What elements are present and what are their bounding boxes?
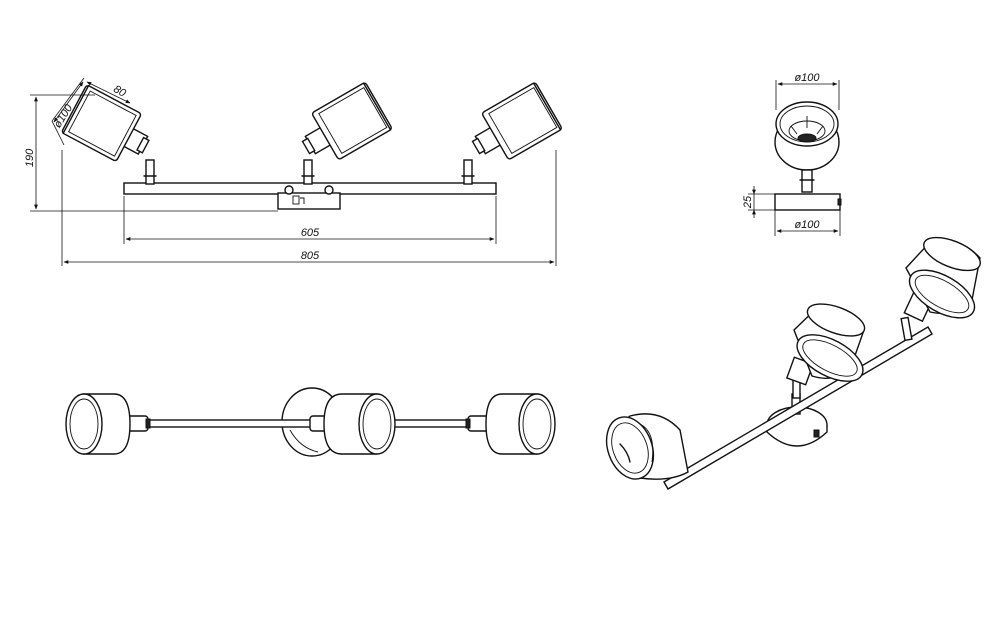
dim-side-25: 25	[742, 186, 775, 218]
front-canopy-screw	[284, 185, 294, 195]
dim-side-25-label: 25	[742, 195, 754, 209]
top-lamp-center	[323, 393, 396, 455]
perspective-lamp-center	[785, 303, 866, 386]
top-lamp-right	[485, 393, 556, 455]
front-lamp-right	[461, 82, 562, 185]
perspective-view	[605, 236, 981, 490]
dim-605-label: 605	[301, 227, 320, 239]
dim-side-top-label: ø100	[794, 72, 820, 84]
dim-height-label: 190	[24, 148, 36, 167]
dim-805: 805	[61, 150, 557, 266]
front-view: 190 ø100 80 605 805	[24, 77, 562, 266]
perspective-lamp-right	[903, 236, 981, 323]
front-canopy	[277, 192, 341, 210]
perspective-lamp-left	[605, 413, 689, 480]
front-lamp-left	[61, 84, 157, 185]
dim-805-label: 805	[301, 250, 320, 262]
dim-side-bottom: ø100	[774, 210, 841, 236]
dim-shade-depth-label: 80	[111, 83, 128, 100]
front-lamp-center	[301, 82, 392, 185]
dim-side-top: ø100	[775, 72, 840, 110]
side-base	[774, 193, 841, 211]
side-view: ø100 25 ø100	[742, 72, 842, 236]
dim-side-bottom-label: ø100	[794, 219, 820, 231]
top-view	[65, 387, 556, 457]
dim-605: 605	[123, 196, 497, 244]
top-lamp-left	[65, 393, 131, 455]
